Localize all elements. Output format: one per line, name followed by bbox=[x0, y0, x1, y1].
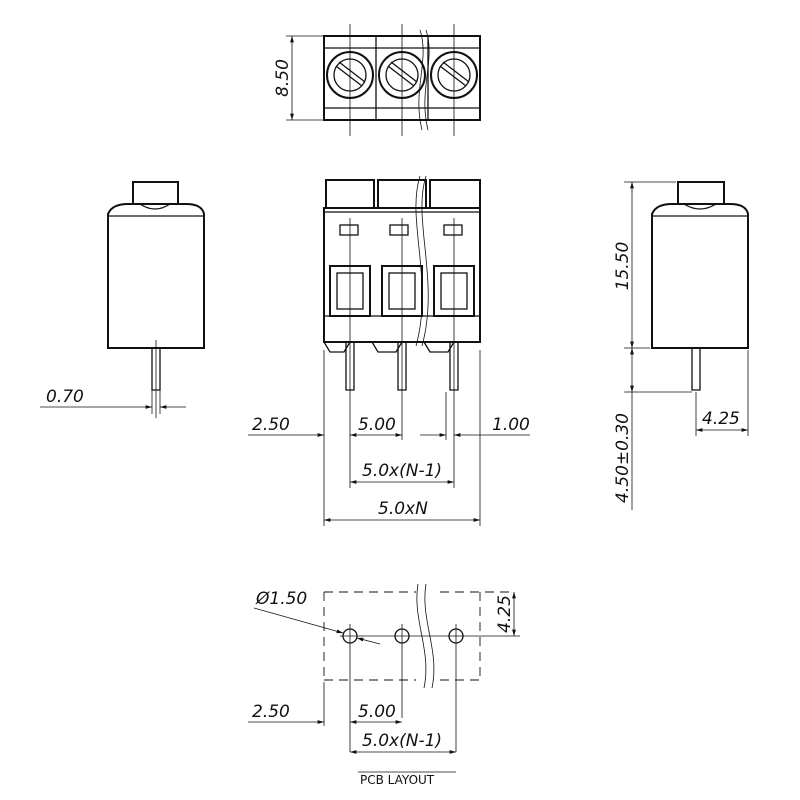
dim-pin-length: 4.50±0.30 bbox=[613, 413, 633, 503]
dim-height-top: 8.50 bbox=[273, 59, 293, 97]
pcb-dim-offset-left: 2.50 bbox=[252, 702, 290, 722]
pcb-dim-pitch: 5.00 bbox=[358, 702, 396, 722]
pcb-layout: Ø1.50 4.25 2.50 5.00 5.0x(N-1) PCB LAYOU… bbox=[248, 583, 520, 787]
dim-total-width: 5.0xN bbox=[378, 499, 428, 519]
dim-hole-diameter: Ø1.50 bbox=[255, 589, 307, 609]
front-view: 2.50 5.00 1.00 5.0x(N-1) 5.0xN bbox=[248, 175, 530, 526]
top-view: 8.50 bbox=[273, 24, 481, 136]
dim-row-offset: 4.25 bbox=[495, 595, 515, 633]
dim-pin-offset: 4.25 bbox=[702, 409, 740, 429]
pcb-layout-caption: PCB LAYOUT bbox=[360, 773, 435, 787]
side-view-left: 0.70 bbox=[40, 181, 205, 418]
dim-pin-offset-right: 1.00 bbox=[492, 415, 530, 435]
dim-span: 5.0x(N-1) bbox=[362, 461, 442, 481]
dim-offset-left: 2.50 bbox=[252, 415, 290, 435]
side-view-right: 15.50 4.50±0.30 4.25 bbox=[613, 181, 749, 510]
dim-pin-width: 0.70 bbox=[46, 387, 84, 407]
dim-body-height: 15.50 bbox=[613, 242, 633, 291]
dim-pitch: 5.00 bbox=[358, 415, 396, 435]
pcb-dim-span: 5.0x(N-1) bbox=[362, 731, 442, 751]
